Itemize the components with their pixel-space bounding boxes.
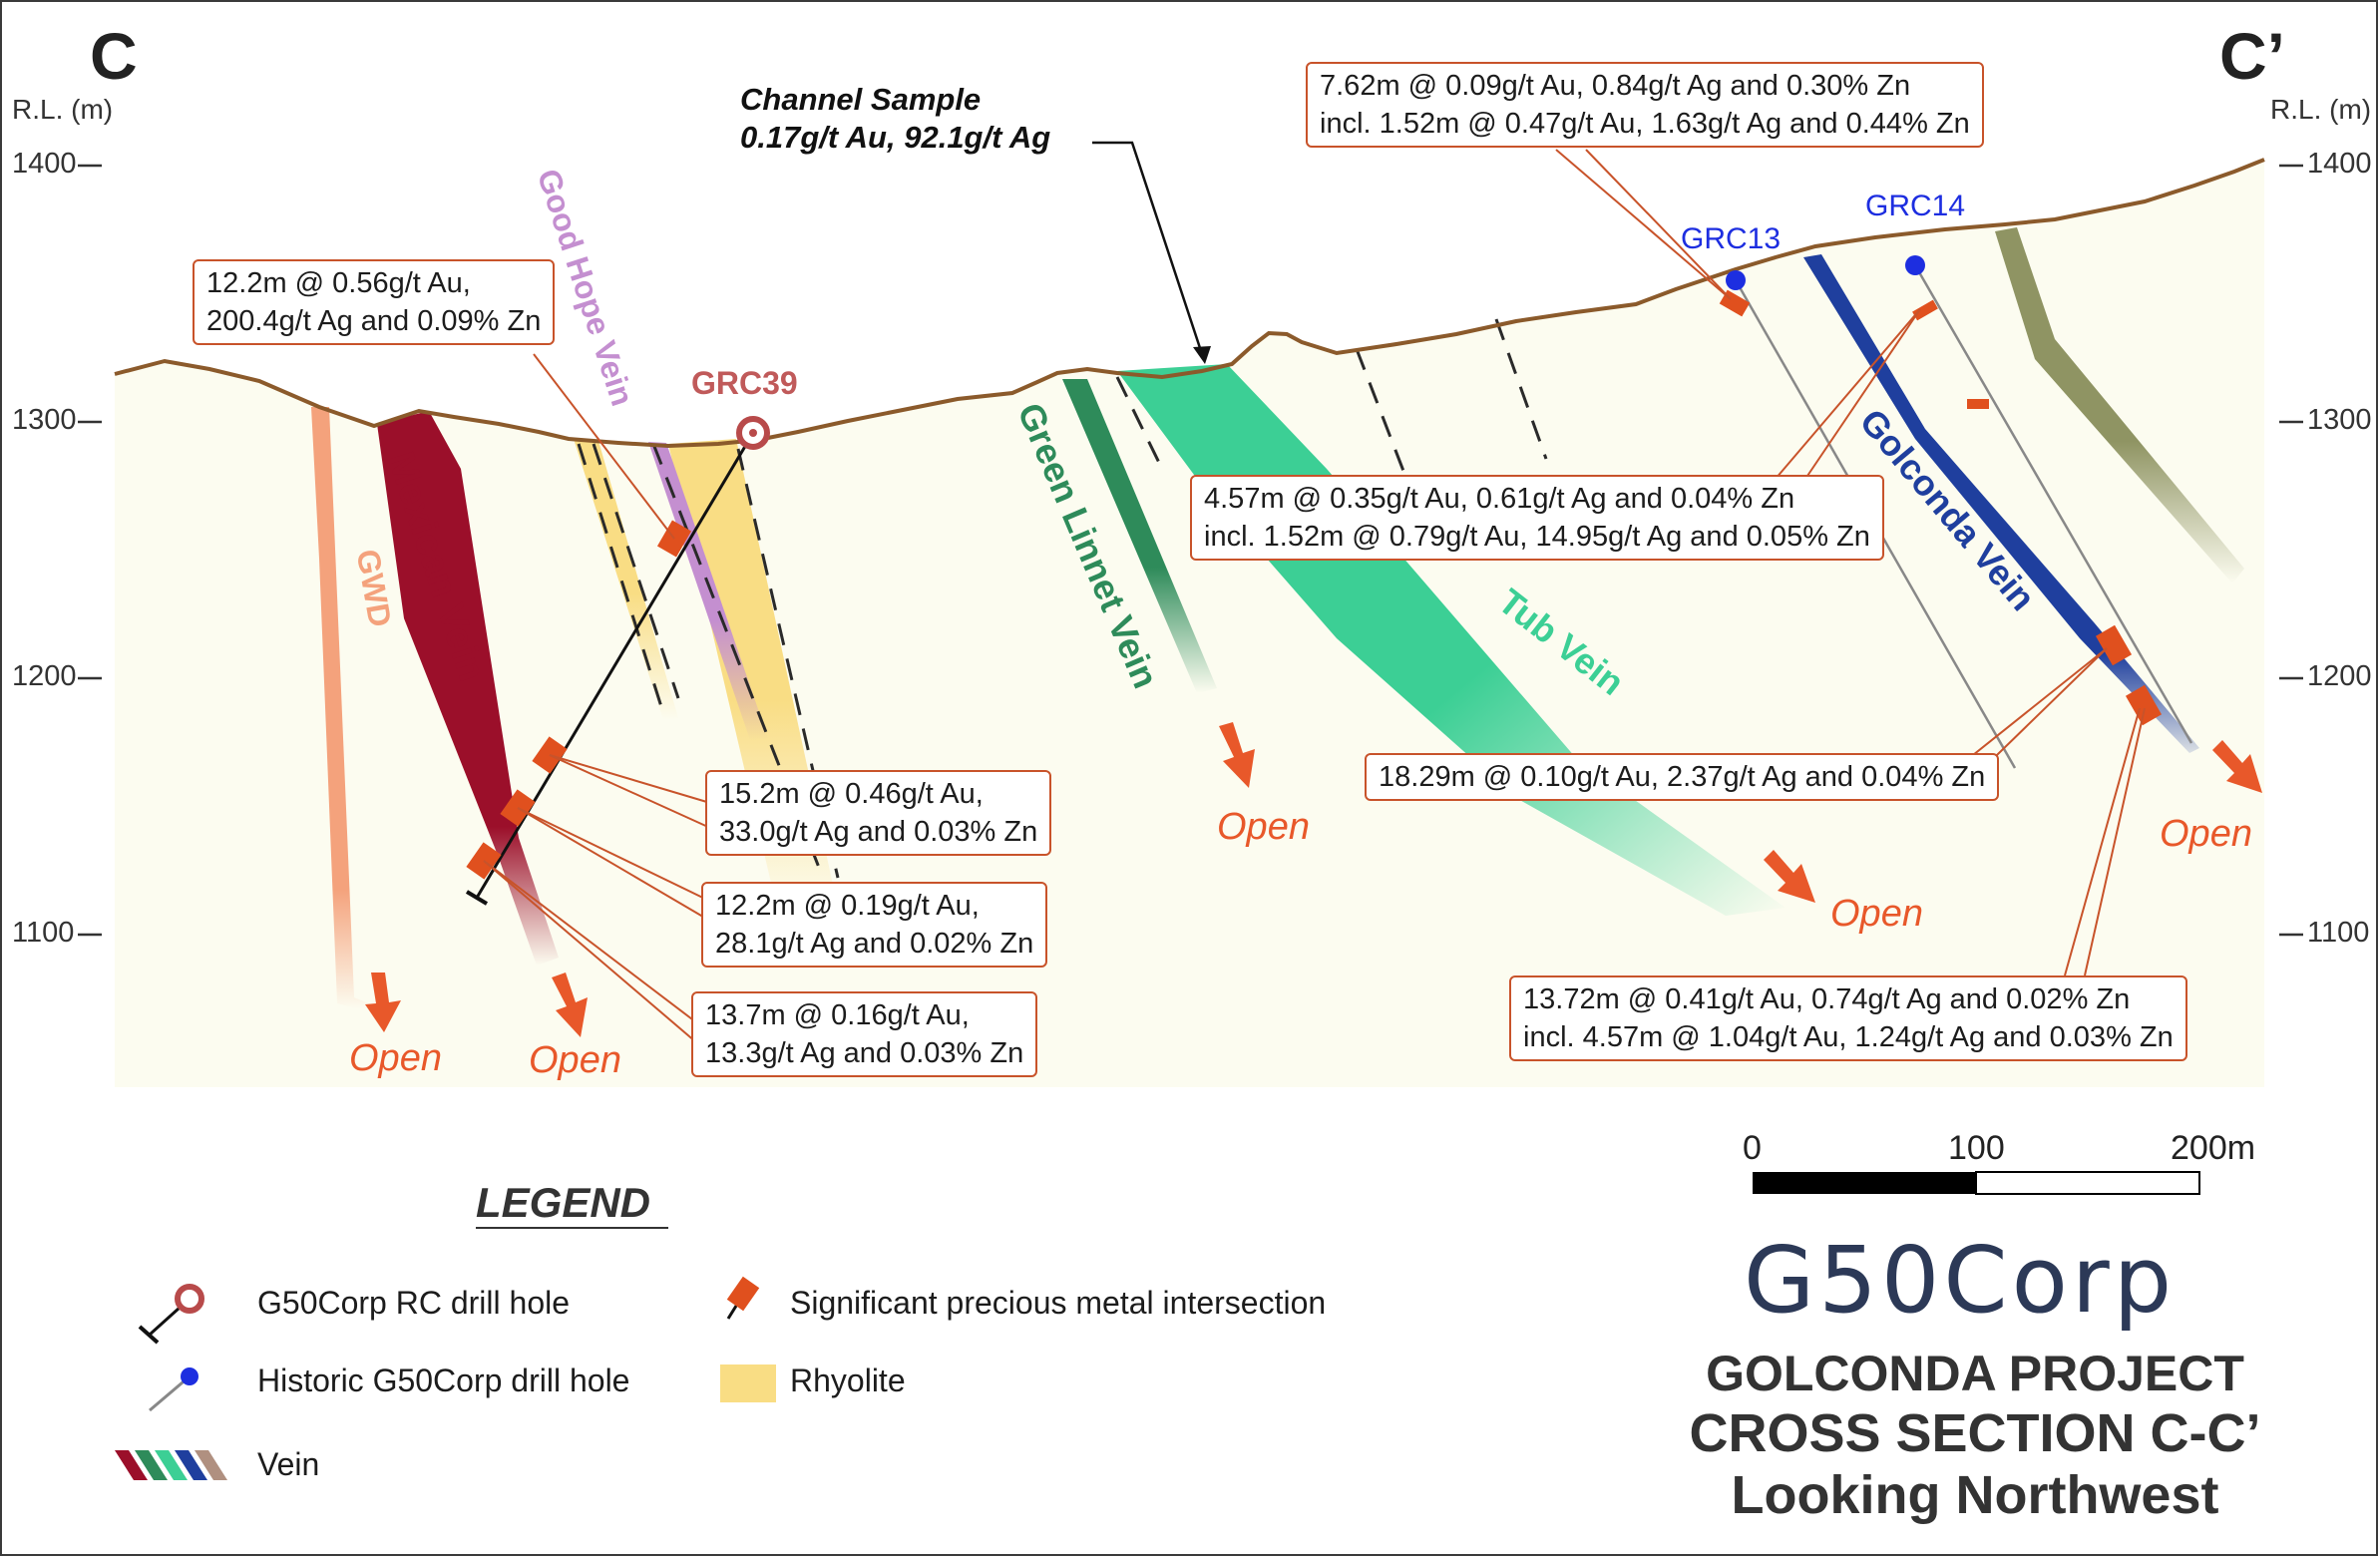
rl-unit-left: R.L. (m) xyxy=(12,94,114,125)
legend-vein-icon xyxy=(115,1450,227,1480)
legend-historic-hole-icon xyxy=(181,1367,198,1385)
rl-1300-left: 1300 xyxy=(12,404,77,436)
open-label-tub: Open xyxy=(1830,893,1923,935)
channel-sample-title: Channel Sample xyxy=(740,82,982,117)
section-right-label: C’ xyxy=(2219,19,2285,93)
section-left-label: C xyxy=(90,19,138,93)
legend-vein-label: Vein xyxy=(257,1446,320,1482)
intercept-g-line1: 18.29m @ 0.10g/t Au, 2.37g/t Ag and 0.04… xyxy=(1379,761,1986,793)
intercept-callout-g: 18.29m @ 0.10g/t Au, 2.37g/t Ag and 0.04… xyxy=(1365,753,2000,801)
scale-label-100: 100 xyxy=(1948,1129,2005,1167)
intercept-f-line2: incl. 1.52m @ 0.79g/t Au, 14.95g/t Ag an… xyxy=(1204,521,1870,553)
scale-label-200: 200m xyxy=(2171,1129,2256,1167)
rl-1200-left: 1200 xyxy=(12,660,77,692)
title-line-2: CROSS SECTION C-C’ xyxy=(1689,1403,2261,1463)
olive-vein-body xyxy=(1995,227,2244,584)
intercept-h-line2: incl. 4.57m @ 1.04g/t Au, 1.24g/t Ag and… xyxy=(1523,1021,2174,1053)
channel-sample-leader xyxy=(1092,141,1204,355)
open-label-mexican: Open xyxy=(529,1039,621,1081)
rl-1200-right: 1200 xyxy=(2307,660,2372,692)
grc14-collar xyxy=(1905,255,1925,275)
rl-1400-right: 1400 xyxy=(2307,148,2372,180)
rl-1100-right: 1100 xyxy=(2307,917,2370,949)
grc39-toe xyxy=(465,890,489,906)
open-label-green-linnet: Open xyxy=(1217,806,1310,848)
legend-intersection-label: Significant precious metal intersection xyxy=(790,1285,1327,1321)
open-arrows xyxy=(365,722,2262,1037)
gwd-vein xyxy=(311,407,379,1009)
scale-bar-white xyxy=(1975,1171,2200,1195)
grc13-label: GRC13 xyxy=(1681,222,1782,255)
legend-historic-hole-label: Historic G50Corp drill hole xyxy=(257,1363,630,1398)
channel-sample-grade: 0.17g/t Au, 92.1g/t Ag xyxy=(740,120,1051,155)
intercept-callout-e: 7.62m @ 0.09g/t Au, 0.84g/t Ag and 0.30%… xyxy=(1306,62,1984,148)
title-line-3: Looking Northwest xyxy=(1731,1465,2219,1525)
intercept-b-line1: 15.2m @ 0.46g/t Au, xyxy=(719,778,984,810)
intercept-c-line1: 12.2m @ 0.19g/t Au, xyxy=(715,890,980,922)
intercept-callout-d: 13.7m @ 0.16g/t Au, 13.3g/t Ag and 0.03%… xyxy=(691,991,1038,1077)
rl-1400-left: 1400 xyxy=(12,148,77,180)
grc39-trace xyxy=(475,432,755,899)
green-linnet-vein-body xyxy=(1062,379,1217,693)
intercept-d-line1: 13.7m @ 0.16g/t Au, xyxy=(705,999,970,1031)
good-hope-vein-body xyxy=(648,442,768,740)
intercept-callout-b: 15.2m @ 0.46g/t Au, 33.0g/t Ag and 0.03%… xyxy=(705,770,1052,856)
rl-unit-right: R.L. (m) xyxy=(2270,94,2372,125)
scale-bar-black xyxy=(1753,1172,1976,1194)
legend-title: LEGEND xyxy=(476,1179,651,1226)
intercept-d-line2: 13.3g/t Ag and 0.03% Zn xyxy=(705,1037,1024,1069)
channel-sample-arrowhead xyxy=(1193,346,1211,364)
grc39-collar-dot xyxy=(749,429,757,437)
grc14-label: GRC14 xyxy=(1865,190,1966,222)
topography-line xyxy=(114,158,2265,449)
intercept-callout-f: 4.57m @ 0.35g/t Au, 0.61g/t Ag and 0.04%… xyxy=(1190,475,1884,561)
open-label-gwd: Open xyxy=(349,1037,442,1079)
intercept-a-line1: 12.2m @ 0.56g/t Au, xyxy=(206,267,471,299)
intercept-e-line2: incl. 1.52m @ 0.47g/t Au, 1.63g/t Ag and… xyxy=(1320,108,1970,140)
grc14-trace xyxy=(1913,264,2193,744)
rl-1300-right: 1300 xyxy=(2307,404,2372,436)
rhyolite-body-2 xyxy=(574,439,678,720)
rl-1100-left: 1100 xyxy=(12,917,75,949)
intercept-callout-a: 12.2m @ 0.56g/t Au, 200.4g/t Ag and 0.09… xyxy=(193,259,556,345)
open-label-golconda: Open xyxy=(2160,813,2252,855)
intercept-b-line2: 33.0g/t Ag and 0.03% Zn xyxy=(719,816,1038,848)
golconda-vein-body xyxy=(1803,254,2199,753)
rl-axis-ticks xyxy=(78,164,2303,937)
legend-rc-hole-icon xyxy=(175,1284,204,1314)
intercept-c-line2: 28.1g/t Ag and 0.02% Zn xyxy=(715,928,1034,960)
legend-intersection-icon xyxy=(726,1276,760,1312)
legend-rhyolite-label: Rhyolite xyxy=(790,1363,906,1398)
legend-rc-hole-label: G50Corp RC drill hole xyxy=(257,1285,571,1321)
intercept-e-line1: 7.62m @ 0.09g/t Au, 0.84g/t Ag and 0.30%… xyxy=(1320,70,1911,102)
mexican-vein-body xyxy=(377,411,559,966)
grc39-label: GRC39 xyxy=(691,365,798,401)
intercept-h-line1: 13.72m @ 0.41g/t Au, 0.74g/t Ag and 0.02… xyxy=(1523,983,2131,1015)
intercept-f-line1: 4.57m @ 0.35g/t Au, 0.61g/t Ag and 0.04%… xyxy=(1204,483,1795,515)
intercept-callout-h: 13.72m @ 0.41g/t Au, 0.74g/t Ag and 0.02… xyxy=(1509,975,2187,1061)
intercept-callout-c: 12.2m @ 0.19g/t Au, 28.1g/t Ag and 0.02%… xyxy=(701,882,1048,968)
title-line-1: GOLCONDA PROJECT xyxy=(1706,1346,2244,1401)
legend-rhyolite-swatch xyxy=(720,1364,776,1402)
scale-label-0: 0 xyxy=(1743,1129,1762,1167)
grc13-collar xyxy=(1726,270,1746,290)
legend-rc-hole-toe xyxy=(138,1325,160,1345)
intercept-a-line2: 200.4g/t Ag and 0.09% Zn xyxy=(206,305,542,337)
g50corp-logo: G50Corp xyxy=(1744,1227,2177,1334)
